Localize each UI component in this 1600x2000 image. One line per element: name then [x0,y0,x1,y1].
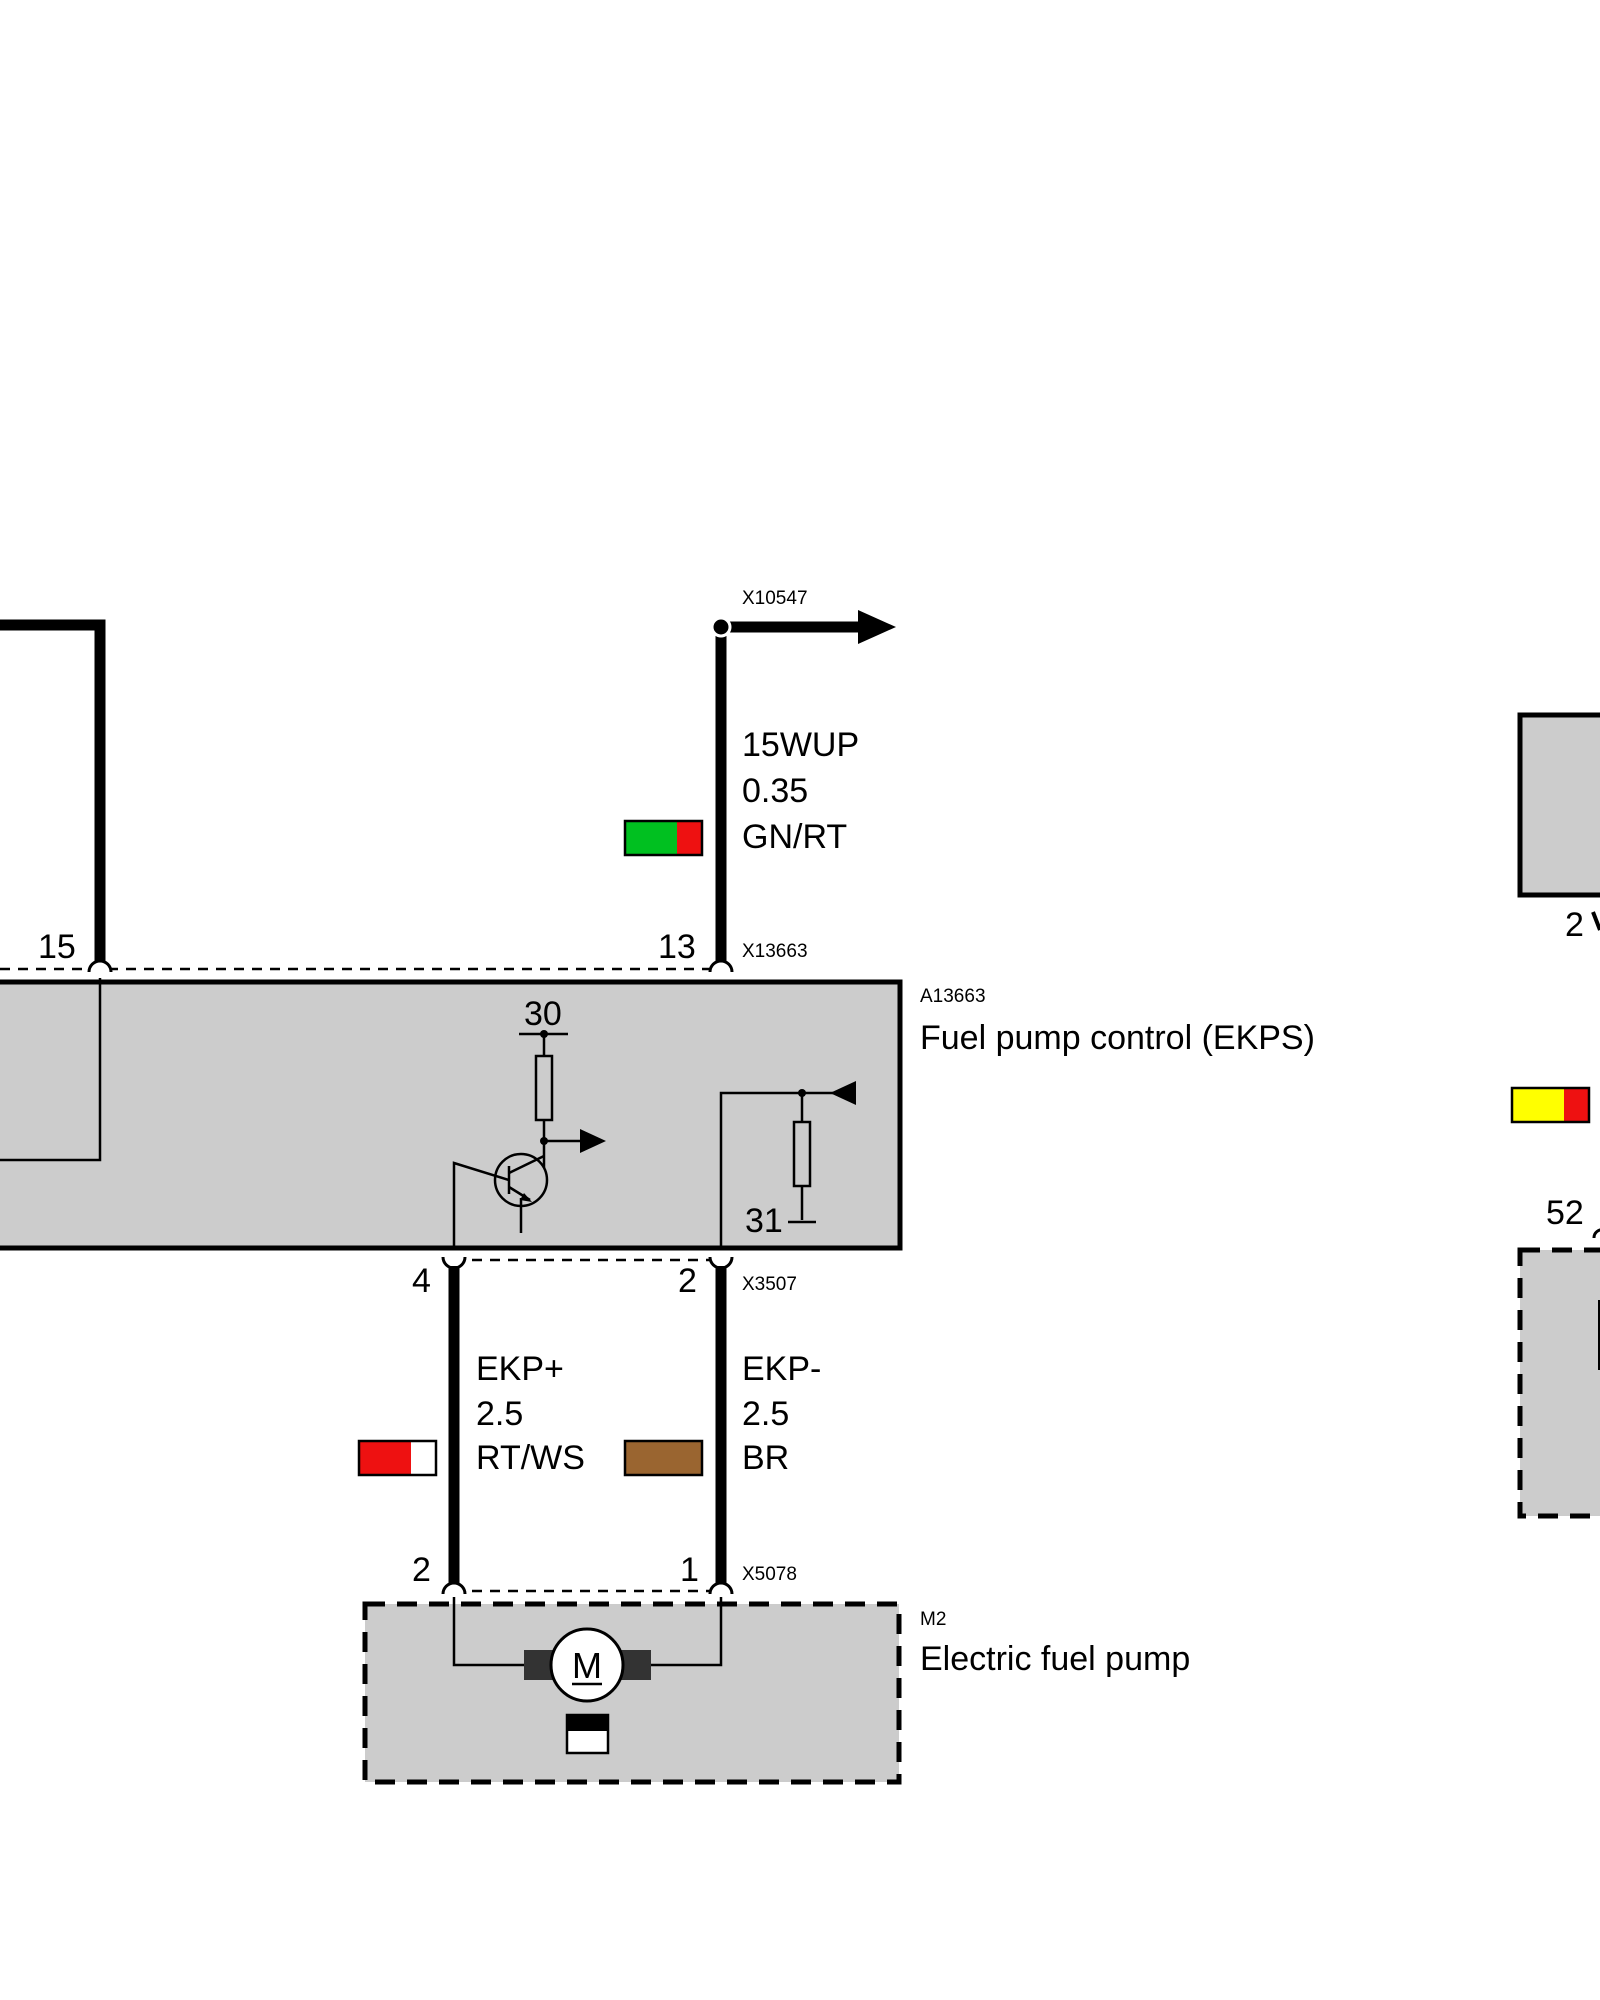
right-top-box [1517,712,1600,898]
right-bottom-box [1517,1247,1600,1519]
pump-pin-2-label: 2 [412,1551,431,1589]
swatch-part-red [359,1441,411,1475]
wire-ekp-plus-color-swatch [357,1439,438,1477]
wire-ekp-plus-signal: EKP+ [476,1350,564,1388]
swatch-border [1510,1086,1591,1124]
wire-15wup-color-code: GN/RT [742,818,847,856]
right-wire-color-swatch [1510,1086,1591,1124]
swatch-part-brown [625,1441,702,1475]
swatch-border [623,1439,704,1477]
swatch-border [357,1439,438,1477]
pump-pin-2-socket [441,1581,467,1595]
transistor-circuit: 30 [452,995,606,1250]
wire-ekp-minus-color-swatch [623,1439,704,1477]
connector-label-x5078: X5078 [742,1564,797,1585]
arrow-x10547 [858,610,896,644]
pump-pin-1-socket [708,1581,734,1595]
pump-box [362,1601,902,1785]
term-30-label: 30 [524,995,562,1033]
wire-15wup-gauge: 0.35 [742,772,808,810]
pin-2-label: 2 [678,1262,697,1300]
swatch-border [623,819,704,857]
connector-label-x13663: X13663 [742,941,808,962]
pin-4-label: 4 [412,1262,431,1300]
output-arrow-icon [580,1129,606,1153]
motor-letter: M [572,1645,602,1686]
wire-ekp-minus-color-code: BR [742,1439,789,1477]
wire-15wup-signal: 15WUP [742,726,859,764]
swatch-part-yellow [1512,1088,1564,1122]
wire-15wup-color-swatch [623,819,704,857]
pump-name: Electric fuel pump [920,1640,1190,1678]
swatch-part-green [625,821,677,855]
right-bottom-pin-label: 52 [1546,1194,1584,1232]
pin-15-label: 15 [38,928,76,966]
pin-15-socket [87,959,113,973]
wire-ekp-plus-color-code: RT/WS [476,1439,585,1477]
pump-pin-1-label: 1 [680,1551,699,1589]
motor-icon [549,1627,625,1703]
connector-label-x10547: X10547 [742,588,808,609]
swatch-part-white [411,1441,436,1475]
right-top-pin-label: 2 [1565,906,1584,944]
pin-13-label: 13 [658,928,696,966]
ekps-module-box [0,979,903,1251]
pump-id: M2 [920,1609,946,1630]
wire-ekp-minus-gauge: 2.5 [742,1395,789,1433]
term-31-label: 31 [745,1202,783,1240]
connector-label-x3507: X3507 [742,1274,797,1295]
wire-ekp-plus-gauge: 2.5 [476,1395,523,1433]
swatch-part-red [677,821,702,855]
ekps-name: Fuel pump control (EKPS) [920,1019,1315,1057]
splice-x10547 [710,616,732,638]
pin-13-socket [708,959,734,973]
swatch-part-red [1564,1088,1589,1122]
input-arrow-icon [830,1081,856,1105]
motor-symbol: M [452,1597,723,1755]
wire-pin15 [0,619,106,966]
ekps-internal-wire-15 [0,978,102,1162]
sense-circuit: 31 [719,1081,856,1250]
wire-ekp-minus-signal: EKP- [742,1350,821,1388]
ekps-id: A13663 [920,986,986,1007]
